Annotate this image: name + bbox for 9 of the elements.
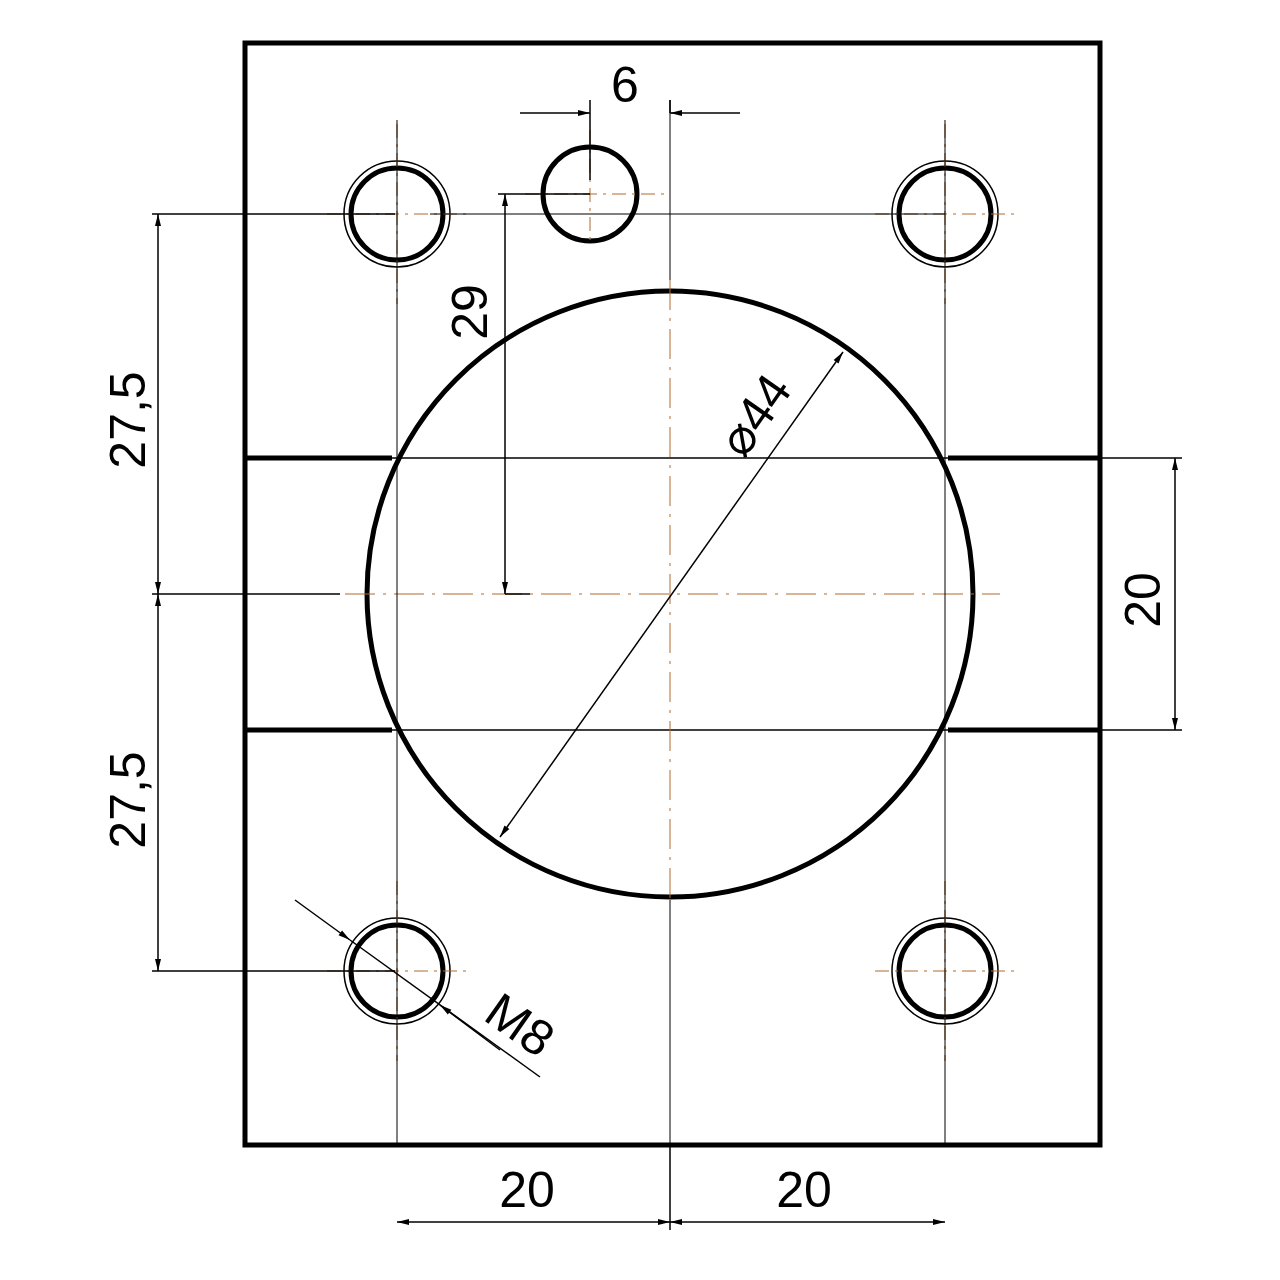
dimension-label: 27,5	[103, 371, 153, 469]
dimension-label: 20	[1118, 572, 1168, 628]
dimension-label: M8	[477, 984, 563, 1066]
dimension-label: 29	[445, 284, 495, 340]
dimension-label: ⌀44	[709, 365, 801, 465]
dimension-label: 20	[499, 1165, 555, 1215]
dimension-label: 6	[611, 60, 639, 110]
dimension-label: 20	[776, 1165, 832, 1215]
dimension-label: 27,5	[103, 751, 153, 849]
